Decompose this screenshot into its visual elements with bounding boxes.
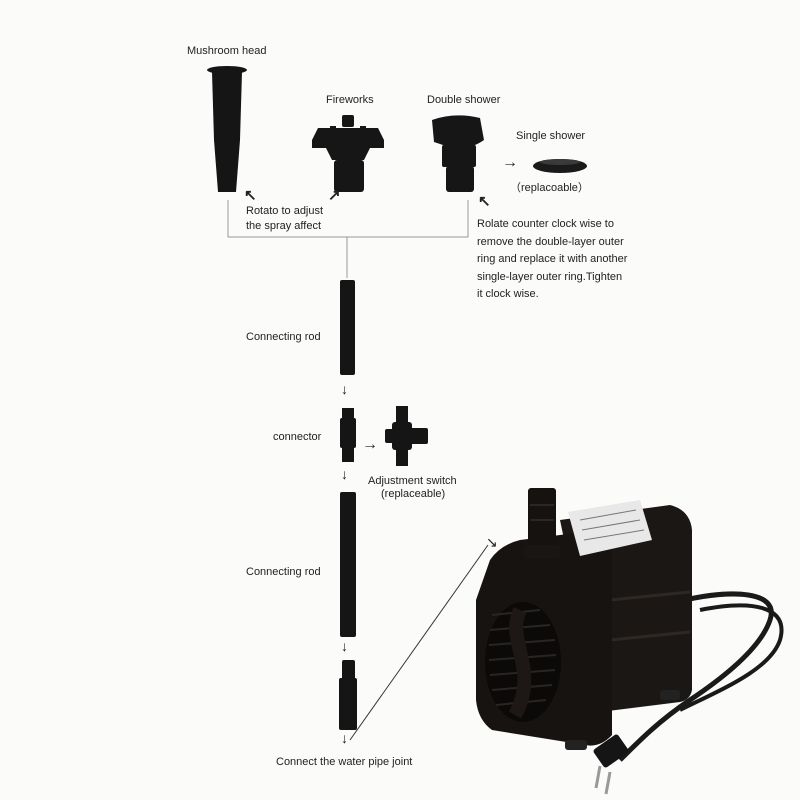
bracket-lines <box>227 200 469 278</box>
arrow-up-left-icon: ↖ <box>478 193 491 210</box>
arrow-up-left-icon: ↖ <box>244 187 257 204</box>
arrow-down-icon: ↓ <box>341 638 348 654</box>
label-single-shower-note: （replacoable） <box>510 182 589 194</box>
label-adjustment-switch-2: (replaceable) <box>381 488 446 500</box>
pump-pointer-line <box>349 544 489 741</box>
label-water-pipe-joint: Connect the water pipe joint <box>276 756 413 768</box>
arrow-down-right-icon: ↘ <box>486 534 498 550</box>
arrow-up-right-icon: ↗ <box>328 187 341 204</box>
arrow-right-icon: → <box>502 154 518 171</box>
single-shower-part <box>533 159 587 173</box>
label-mushroom-head: Mushroom head <box>187 45 267 57</box>
arrow-down-icon: ↓ <box>341 381 348 397</box>
label-connecting-rod-top: Connecting rod <box>246 331 321 343</box>
double-shower-instructions: Rolate counter clock wise to remove the … <box>477 218 628 300</box>
mushroom-head-part <box>207 66 247 192</box>
connector-part <box>340 408 356 462</box>
fireworks-part <box>312 115 384 192</box>
label-double-shower: Double shower <box>427 94 501 106</box>
label-rotate-spray-1: Rotato to adjust <box>246 205 324 217</box>
label-single-shower: Single shower <box>516 130 586 142</box>
double-shower-part <box>432 115 484 192</box>
arrow-down-icon: ↓ <box>341 466 348 482</box>
arrow-right-icon: → <box>362 436 378 453</box>
label-connecting-rod-bottom: Connecting rod <box>246 566 321 578</box>
adjustment-switch-part <box>385 406 428 466</box>
water-pump-part <box>476 488 784 795</box>
label-rotate-spray-2: the spray affect <box>246 220 322 232</box>
label-connector: connector <box>273 431 322 443</box>
connecting-rod-bottom-part <box>340 492 356 637</box>
label-adjustment-switch-1: Adjustment switch <box>368 475 457 487</box>
connecting-rod-top-part <box>340 280 355 375</box>
label-fireworks: Fireworks <box>326 94 374 106</box>
pipe-joint-part <box>339 660 357 730</box>
arrow-down-icon: ↓ <box>341 730 348 746</box>
